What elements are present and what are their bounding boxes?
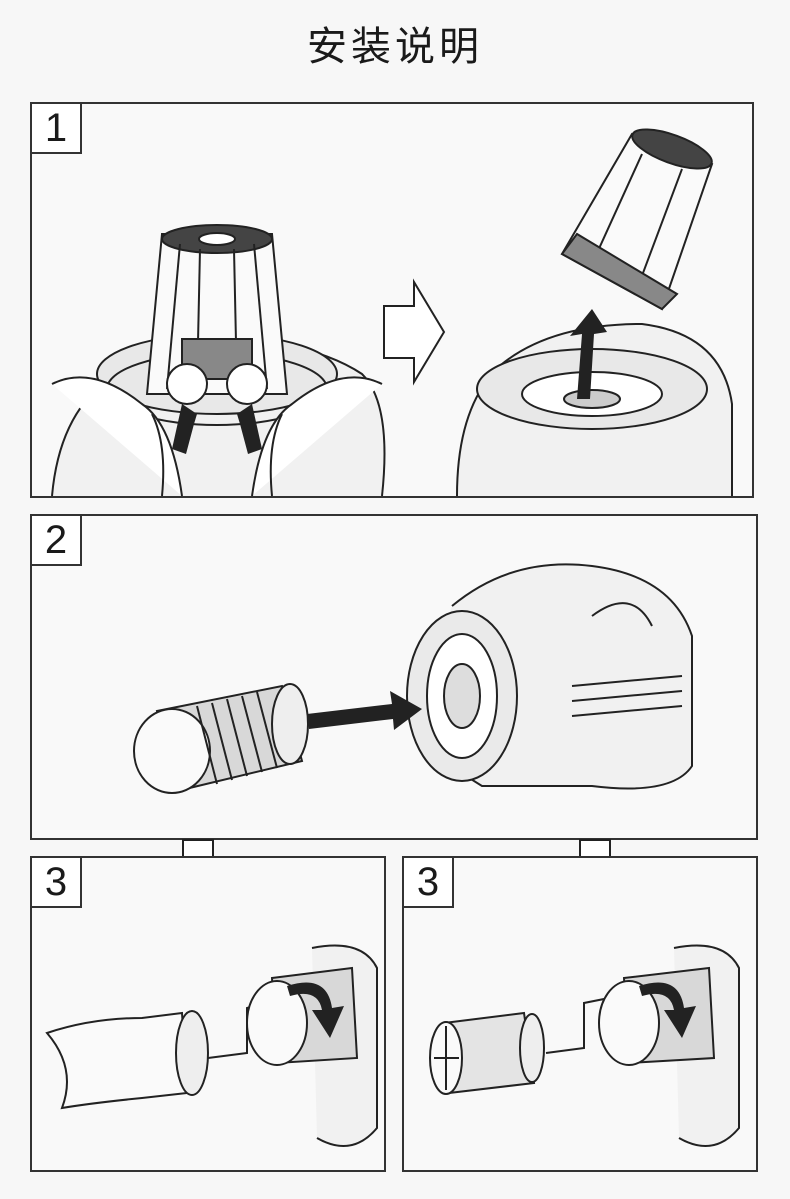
- rotate-arrow: [287, 982, 344, 1038]
- step-3a-panel: 3: [30, 856, 386, 1172]
- push-arrows: [172, 404, 262, 454]
- insert-arrow: [307, 691, 422, 730]
- filter-illustration: [133, 683, 309, 794]
- cage-on-body-illustration: [51, 224, 386, 497]
- rotate-arrow-2: [639, 982, 696, 1038]
- filter-on-body-illustration: [246, 944, 378, 1147]
- step-3b-number: 3: [402, 856, 454, 908]
- filter-on-body-illustration-2: [598, 944, 740, 1147]
- step-3b-panel: 3: [402, 856, 758, 1172]
- step-1-panel: 1: [30, 102, 754, 498]
- step-3a-illustration: [45, 944, 378, 1147]
- lift-arrow: [570, 309, 607, 399]
- step-3a-number: 3: [30, 856, 82, 908]
- step-3b-illustration: [429, 944, 740, 1147]
- connector-line-2: [545, 995, 620, 1054]
- cloth-filter-illustration: [45, 1010, 209, 1110]
- step-2-panel: 2: [30, 514, 758, 840]
- mesh-filter-illustration: [429, 1011, 545, 1095]
- page-title: 安装说明: [307, 24, 483, 70]
- step-2-number: 2: [30, 514, 82, 566]
- step-1-number: 1: [30, 102, 82, 154]
- step-2-illustration: [133, 563, 693, 794]
- vacuum-body-illustration: [406, 563, 693, 790]
- cage-removed-illustration: [456, 128, 733, 497]
- step-1-illustration: [51, 128, 733, 497]
- next-step-arrow: [383, 278, 446, 386]
